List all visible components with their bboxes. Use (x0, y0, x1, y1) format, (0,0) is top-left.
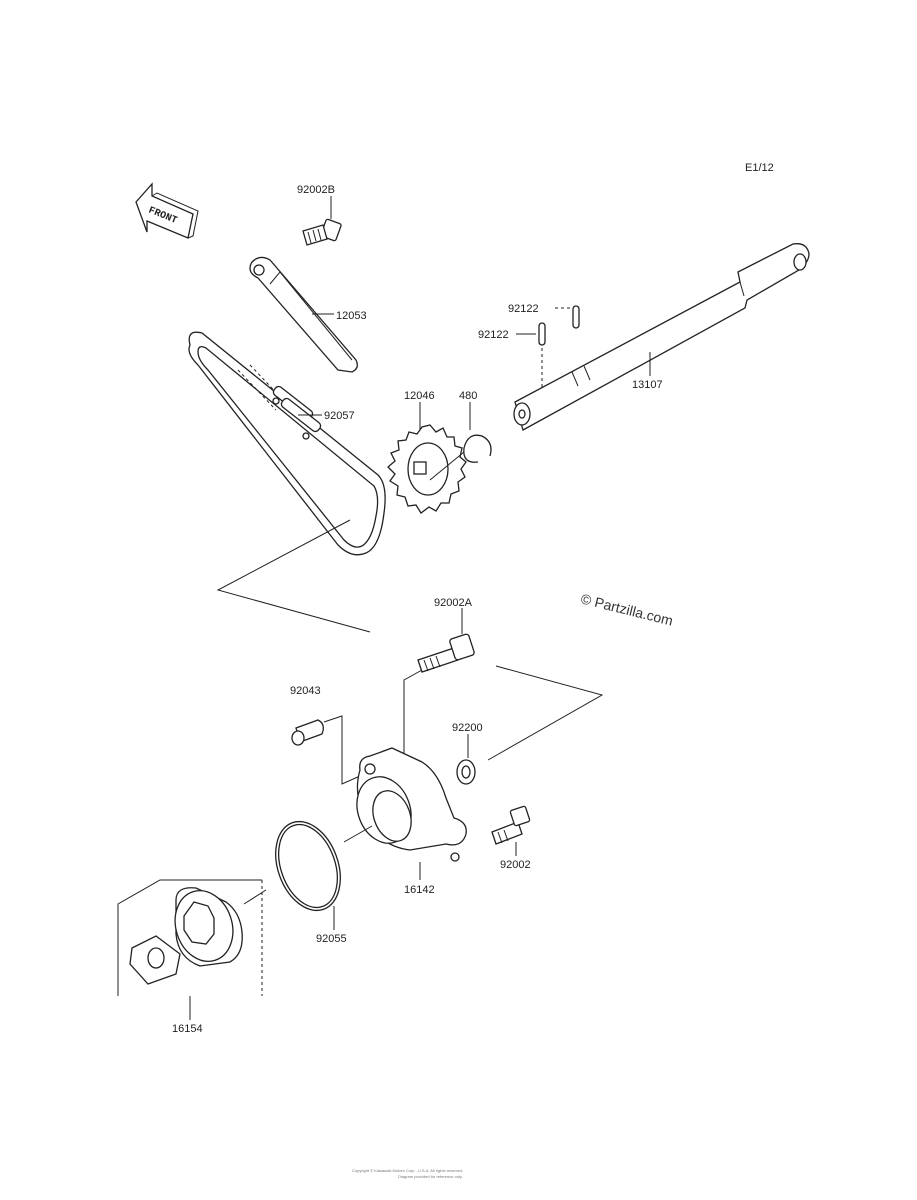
label-92122-lower: 92122 (478, 329, 509, 341)
pin-92122-lower[interactable] (538, 322, 546, 346)
circlip-480[interactable] (463, 434, 492, 463)
label-92002: 92002 (500, 859, 531, 871)
footer-line-1: Copyright © Kawasaki Motors Corp., U.S.A… (352, 1168, 463, 1173)
drive-chain[interactable] (188, 331, 386, 556)
label-16154: 16154 (172, 1023, 203, 1035)
label-92055: 92055 (316, 933, 347, 945)
bolt-92002B[interactable] (302, 218, 342, 246)
label-92043: 92043 (290, 685, 321, 697)
rotor-set-16154[interactable] (129, 883, 267, 985)
label-92002B: 92002B (297, 184, 335, 196)
label-16142: 16142 (404, 884, 435, 896)
sprocket-12046[interactable] (387, 424, 467, 514)
label-12046: 12046 (404, 390, 435, 402)
label-92002A: 92002A (434, 597, 473, 609)
footer-line-2: Diagram provided for reference only. (398, 1174, 463, 1179)
label-480: 480 (459, 390, 477, 402)
pin-92122-upper[interactable] (572, 305, 580, 329)
chain-guide-12053[interactable] (249, 256, 358, 373)
shaft-13107[interactable] (513, 243, 810, 431)
bolt-92002A[interactable] (417, 633, 475, 673)
o-ring-92055[interactable] (264, 813, 352, 920)
label-12053: 12053 (336, 310, 367, 322)
master-link-92057[interactable] (272, 385, 322, 440)
label-92200: 92200 (452, 722, 483, 734)
dowel-pin-92043[interactable] (291, 719, 324, 746)
front-arrow-icon: FRONT (135, 182, 199, 239)
pump-housing-16142[interactable] (348, 747, 467, 862)
label-92122-upper: 92122 (508, 303, 539, 315)
label-92057: 92057 (324, 410, 355, 422)
bolt-92002[interactable] (491, 805, 531, 845)
washer-92200[interactable] (456, 759, 476, 785)
diagram-ref-code: E1/12 (745, 162, 774, 174)
watermark: © Partzilla.com (579, 590, 674, 628)
label-13107: 13107 (632, 379, 663, 391)
